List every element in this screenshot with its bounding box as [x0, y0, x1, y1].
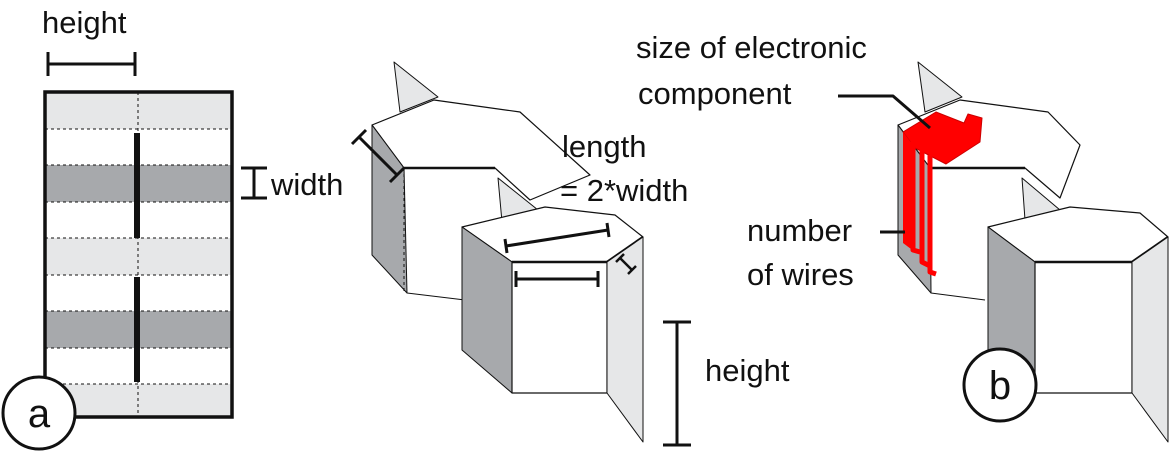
- height-label-a: height: [42, 5, 127, 40]
- length-label-line1: length: [562, 129, 646, 164]
- panel-b-marker: b: [989, 364, 1011, 408]
- cut-line: [134, 133, 140, 238]
- length-label-line2: = 2*width: [560, 173, 688, 208]
- component-leader-line: [838, 94, 931, 130]
- height-dimension-a: [46, 52, 137, 76]
- component-label-line2: component: [638, 76, 792, 111]
- panel-b-marker-circle: [962, 347, 1038, 423]
- back-module: [371, 61, 591, 301]
- cut-line: [134, 277, 140, 382]
- folded-modules: length = 2*width height: [350, 61, 790, 447]
- electronic-component: [902, 111, 983, 277]
- panel-a-marker: a: [28, 392, 51, 436]
- panel-b: size of electronic component number of w…: [636, 30, 1169, 443]
- module-dimensions: [350, 128, 691, 447]
- component-label-line1: size of electronic: [636, 30, 867, 65]
- pattern-outline: [43, 90, 234, 419]
- panel-a-marker-circle: [1, 375, 77, 451]
- wires-label-line2: of wires: [747, 257, 854, 292]
- wires-label-line1: number: [747, 213, 852, 248]
- front-module: [461, 177, 644, 443]
- panel-a: height width: [1, 5, 343, 451]
- width-dimension-a: [241, 166, 267, 200]
- height-label-middle: height: [705, 353, 790, 388]
- width-label-a: width: [270, 167, 343, 202]
